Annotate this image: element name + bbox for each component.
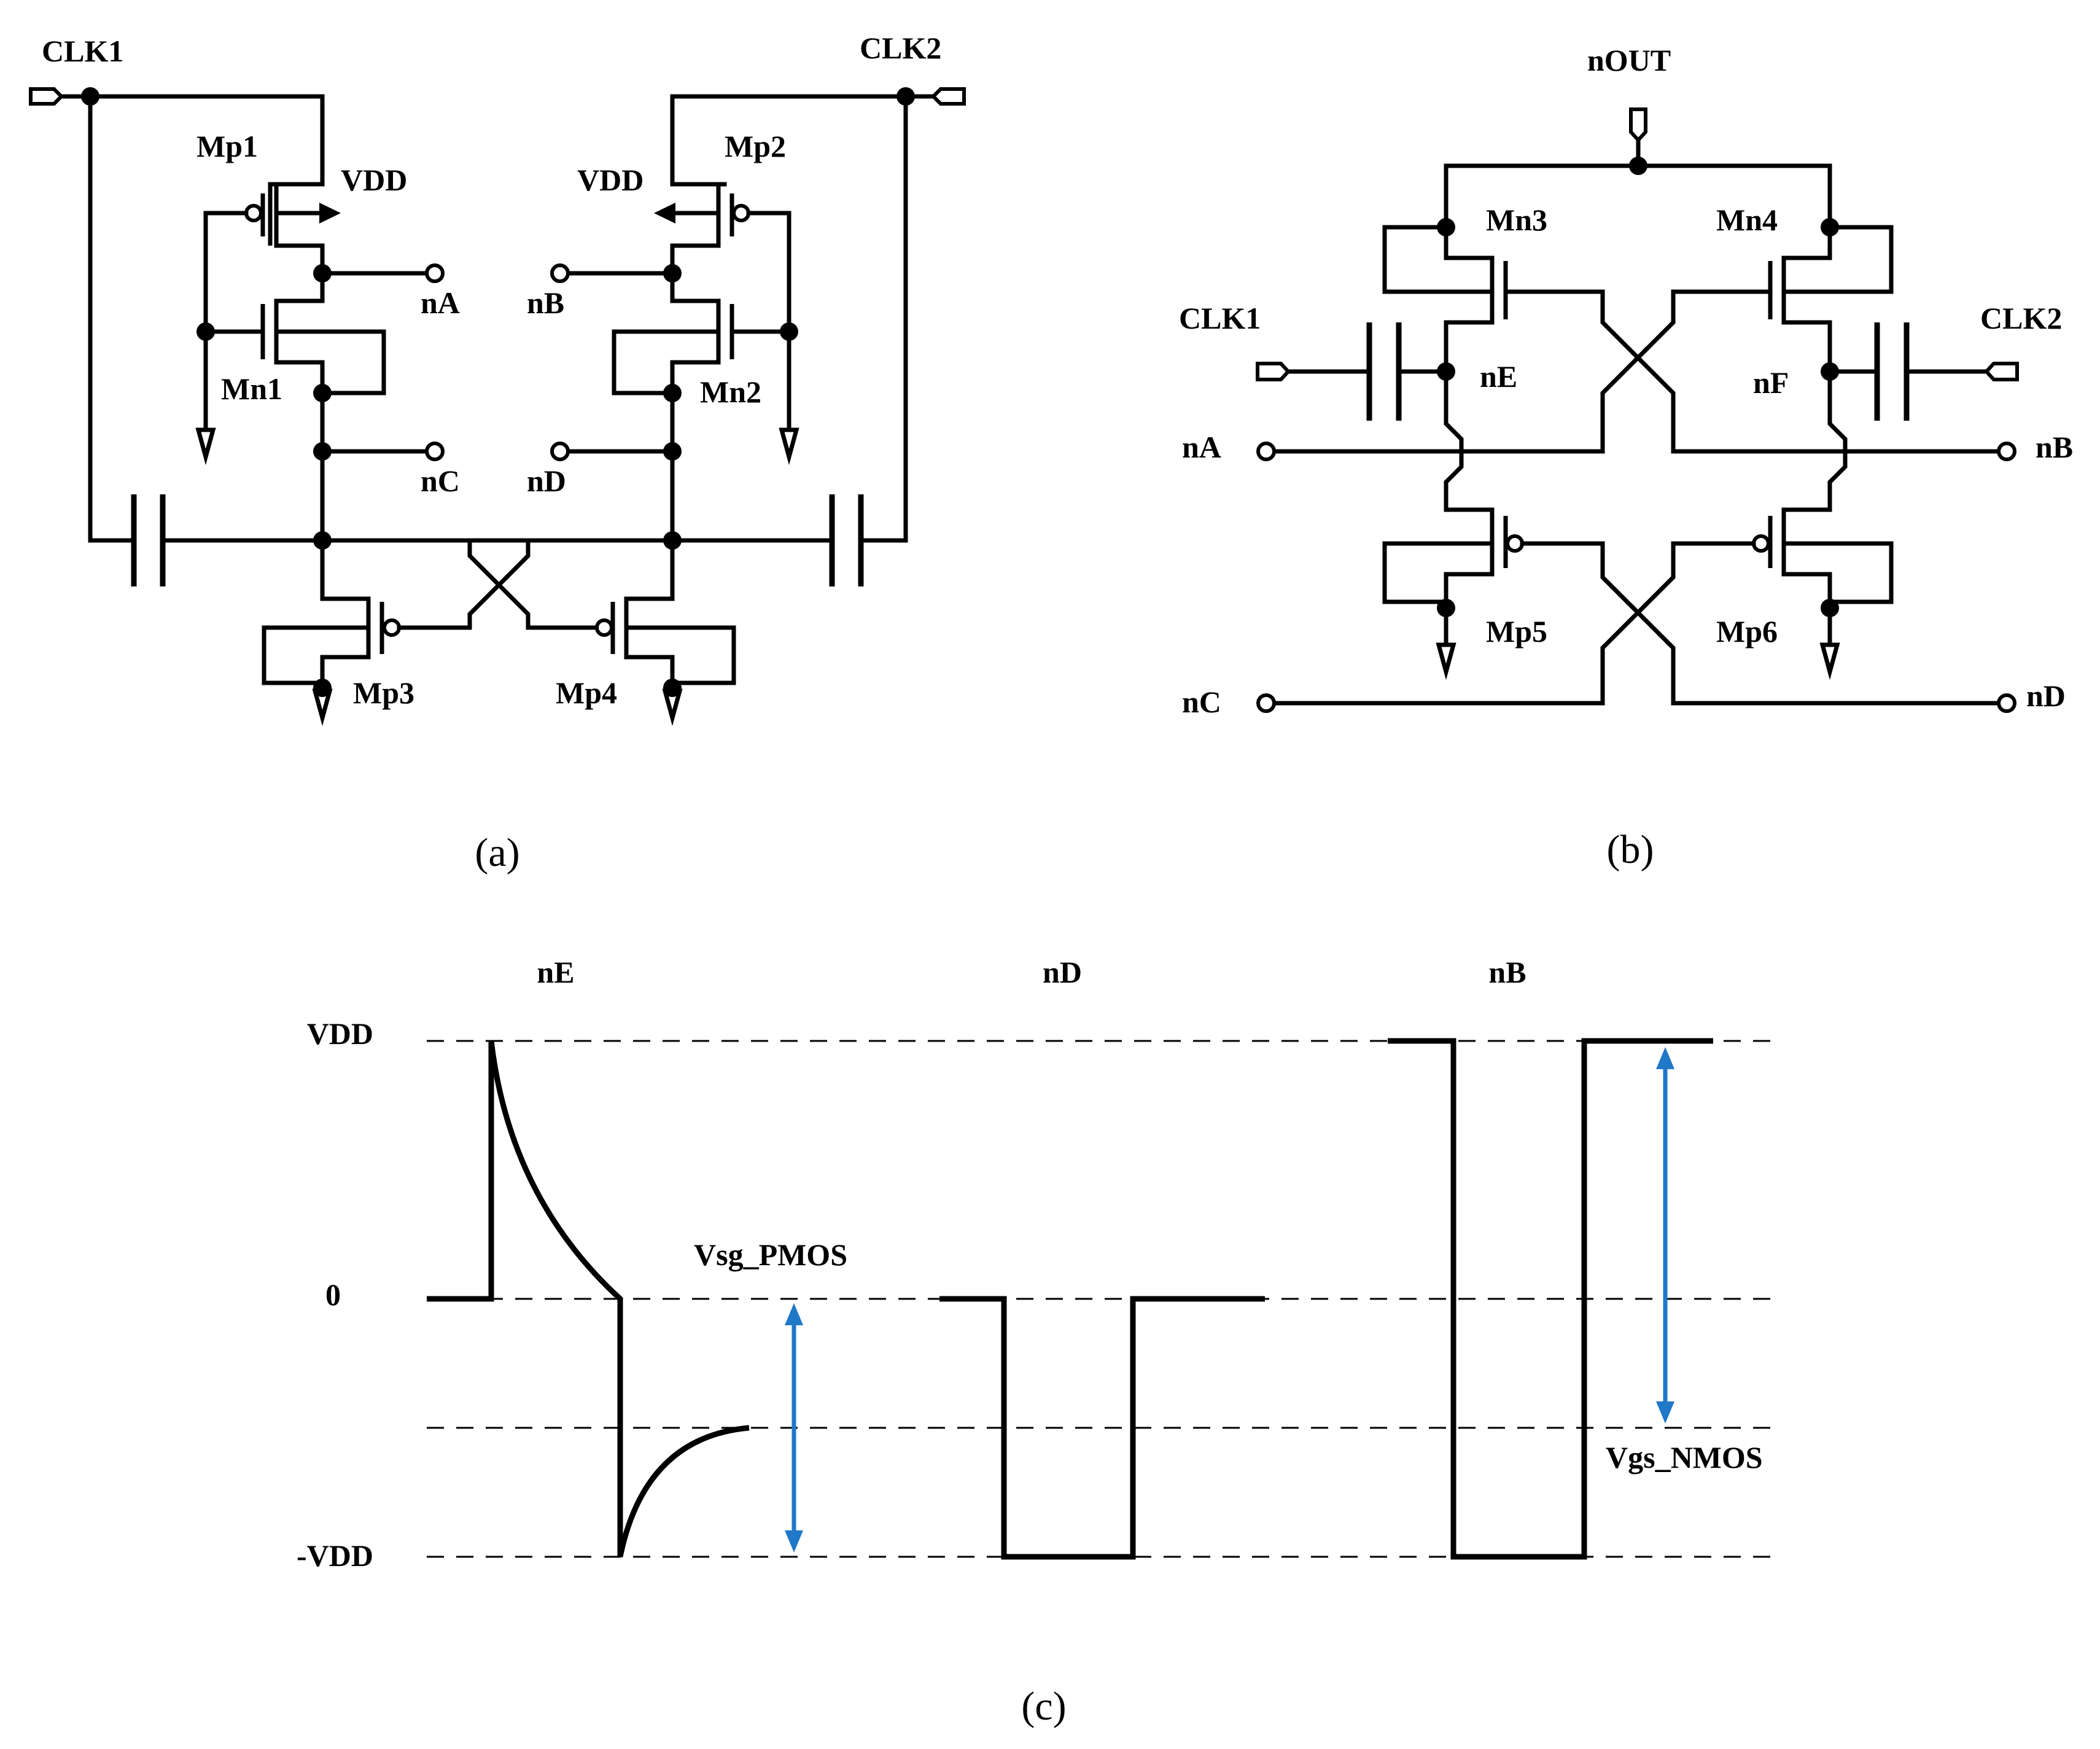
nout-terminal — [1629, 107, 1647, 143]
nc-label-b: nC — [1182, 685, 1221, 719]
ne-waveform — [427, 1040, 750, 1557]
nout-label: nOUT — [1587, 43, 1671, 77]
caption-c: (c) — [1021, 1684, 1066, 1729]
ne-label-b: nE — [1480, 359, 1517, 394]
mp5-label: Mp5 — [1486, 614, 1547, 649]
clk2-label-a: CLK2 — [860, 31, 941, 65]
vsg-pmos-label: Vsg_PMOS — [694, 1237, 847, 1272]
vgs-nmos-label: Vgs_NMOS — [1606, 1440, 1763, 1474]
nd-waveform — [939, 1296, 1265, 1560]
mn4-label: Mn4 — [1716, 203, 1778, 237]
nd-label-a: nD — [527, 464, 566, 498]
nc-label-a: nC — [421, 464, 460, 498]
caption-a: (a) — [475, 830, 519, 875]
clk1-terminal-a — [29, 87, 64, 106]
nb-waveform — [1388, 1038, 1713, 1560]
clk2-terminal-a — [930, 87, 966, 106]
mp6-label: Mp6 — [1716, 614, 1778, 649]
na-label-a: nA — [421, 286, 460, 320]
nb-header-label: nB — [1488, 955, 1526, 989]
nd-header-label: nD — [1043, 955, 1082, 989]
mn1-label: Mn1 — [221, 372, 282, 406]
panel-a-schematic: CLK1 CLK2 Mp1 VDD Mp2 VDD nA nB Mn1 Mn2 … — [29, 31, 966, 875]
clk1-terminal-b — [1256, 362, 1291, 381]
clk1-label-b: CLK1 — [1179, 301, 1261, 335]
neg-vdd-axis-label: -VDD — [297, 1538, 373, 1573]
mp2-label: Mp2 — [725, 129, 786, 163]
vdd-label-left: VDD — [341, 163, 407, 197]
mp3-label: Mp3 — [353, 676, 414, 710]
nd-label-b: nD — [2026, 679, 2066, 713]
mn2-label: Mn2 — [700, 375, 761, 409]
mp1-label: Mp1 — [196, 129, 258, 163]
mn3-label: Mn3 — [1486, 203, 1547, 237]
zero-axis-label: 0 — [325, 1277, 341, 1312]
na-label-b: nA — [1182, 430, 1221, 464]
clk1-label-a: CLK1 — [42, 34, 123, 68]
vdd-axis-label: VDD — [307, 1016, 373, 1051]
nb-label-b: nB — [2036, 430, 2073, 464]
vdd-label-right: VDD — [577, 163, 644, 197]
clk2-terminal-b — [1983, 362, 2019, 381]
nb-label-a: nB — [527, 286, 564, 320]
panel-b-schematic: nOUT Mn3 Mn4 CLK1 CLK2 nE nF nA nB Mp5 M… — [1179, 43, 2073, 872]
mp4-label: Mp4 — [556, 676, 617, 710]
nf-label: nF — [1753, 365, 1789, 400]
panel-c-waveforms: nE nD nB VDD 0 -VDD Vsg_PMOS Vgs_NMOS (c… — [297, 955, 1778, 1729]
caption-b: (b) — [1607, 827, 1654, 872]
ne-header-label: nE — [537, 955, 574, 989]
clk2-label-b: CLK2 — [1980, 301, 2062, 335]
